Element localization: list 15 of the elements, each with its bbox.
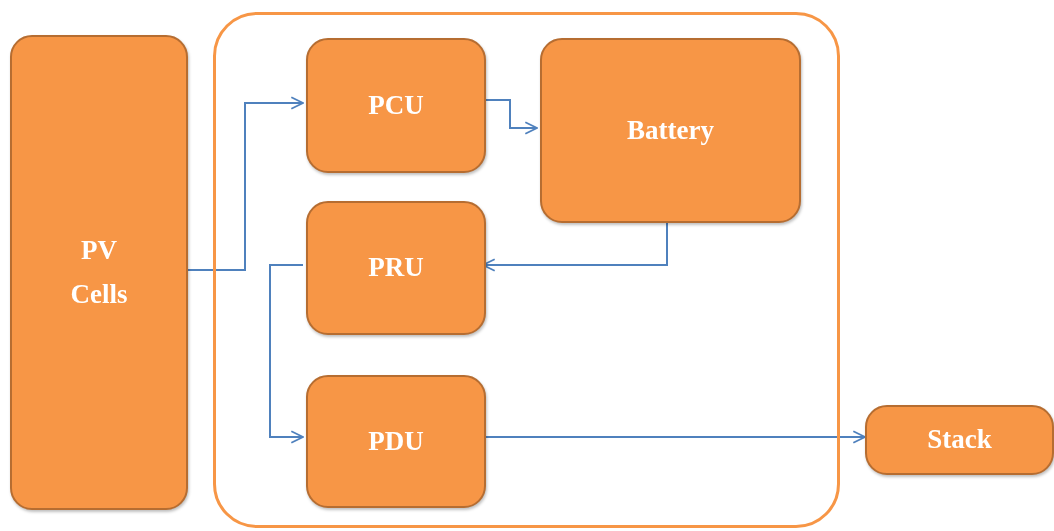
box-label: PCU [368, 88, 424, 122]
arrow [187, 96, 304, 271]
process-box [865, 405, 1054, 475]
box-label: Battery [627, 113, 714, 147]
process-box [10, 35, 188, 510]
box-label: Stack [927, 423, 992, 457]
box-label: PDU [368, 424, 424, 458]
process-box [540, 38, 801, 223]
container-frame [213, 12, 840, 528]
process-box [306, 38, 486, 173]
process-box [306, 375, 486, 508]
box-label: PV Cells [69, 234, 129, 311]
box-label: PRU [368, 251, 424, 285]
process-box [306, 201, 486, 335]
arrow [269, 264, 304, 444]
